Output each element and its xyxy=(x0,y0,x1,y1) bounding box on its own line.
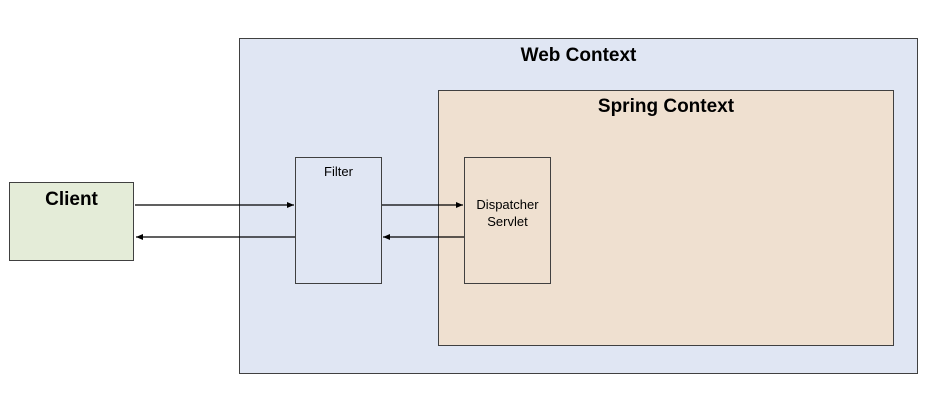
web-context-title: Web Context xyxy=(520,45,637,66)
client-box: Client xyxy=(9,182,134,261)
filter-box: Filter xyxy=(295,157,382,284)
filter-label: Filter xyxy=(324,164,353,179)
client-title: Client xyxy=(45,189,98,210)
spring-context-title: Spring Context xyxy=(597,96,735,117)
dispatcher-servlet-box: Dispatcher Servlet xyxy=(464,157,551,284)
dispatcher-label-line2: Servlet xyxy=(487,214,528,229)
dispatcher-label-line1: Dispatcher xyxy=(476,197,539,212)
